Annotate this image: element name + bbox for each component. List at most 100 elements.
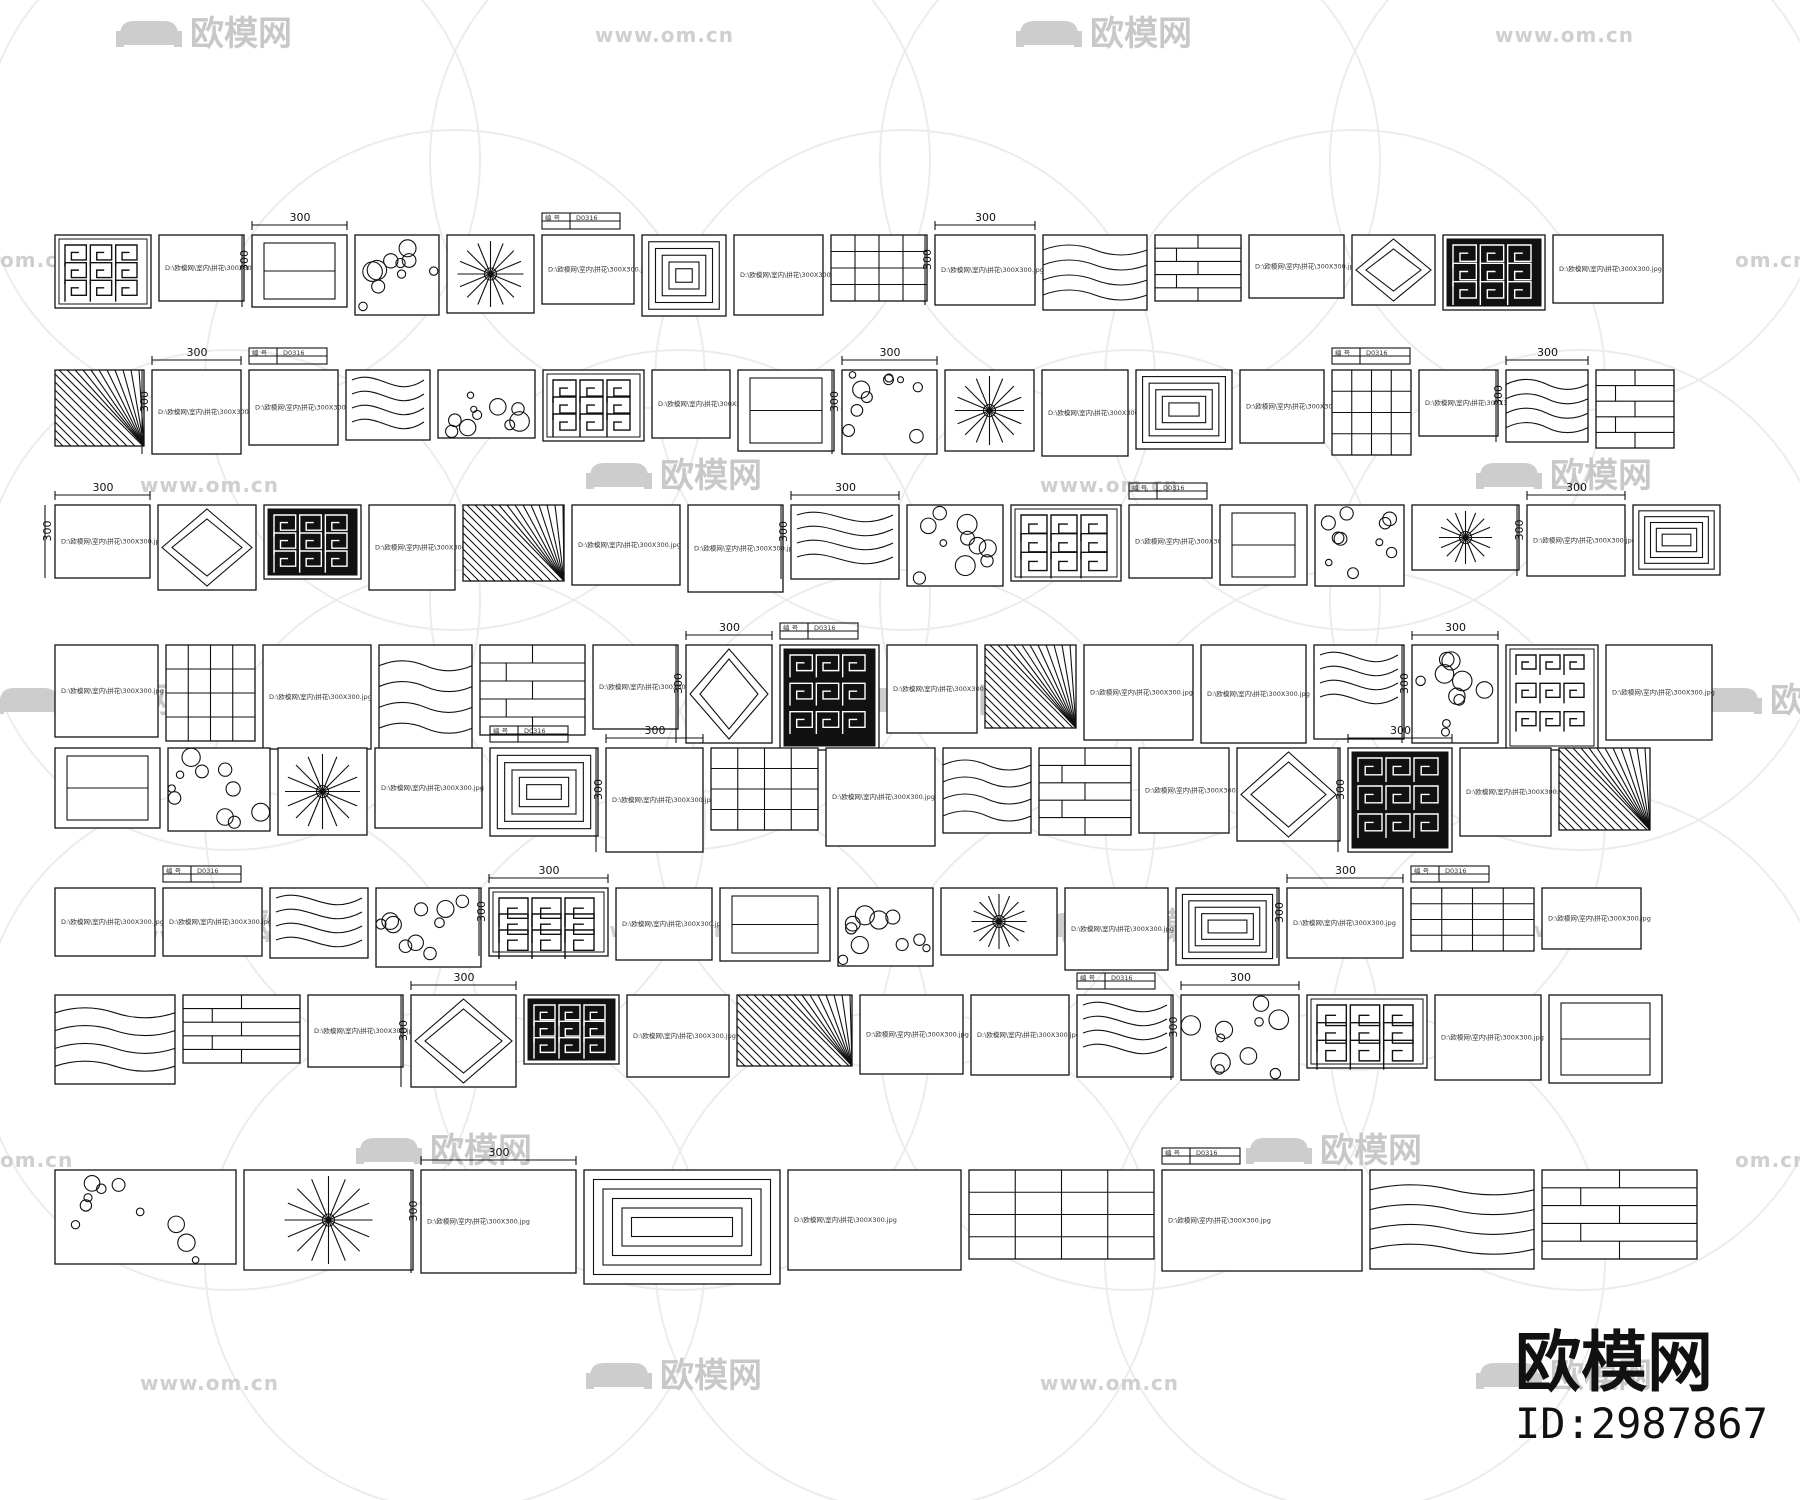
concentric-square xyxy=(1148,382,1220,437)
tile xyxy=(446,234,535,314)
wave-line xyxy=(1042,244,1148,256)
fret-motif xyxy=(815,654,840,678)
weave-line xyxy=(54,397,104,447)
ray-line xyxy=(296,1188,329,1221)
weave-line xyxy=(1604,747,1651,831)
weave-line xyxy=(506,504,565,582)
weave-line xyxy=(54,389,112,447)
wave-line xyxy=(1369,1184,1535,1196)
tile-outline xyxy=(1135,369,1233,450)
info-table-cell: D0316 xyxy=(814,624,836,632)
watermark-circle xyxy=(1329,349,1800,851)
fret-motif xyxy=(1539,654,1561,675)
weave-line xyxy=(984,711,1002,729)
weave-line xyxy=(74,369,145,447)
dimension-text: 300 xyxy=(1167,1017,1180,1038)
scroll-curve xyxy=(351,390,425,402)
fret-motif xyxy=(1563,710,1585,732)
weave-line xyxy=(984,719,994,729)
info-table-cell: 编 号 xyxy=(166,866,182,875)
sofa-icon xyxy=(1534,1373,1542,1389)
weave-line xyxy=(538,504,565,582)
weave-line xyxy=(54,429,72,447)
ray-line xyxy=(1440,536,1466,549)
weave-line xyxy=(122,369,145,447)
dimension-text: 300 xyxy=(138,391,151,412)
fret-motif xyxy=(1349,1039,1381,1070)
tile xyxy=(1410,887,1535,952)
concentric-square xyxy=(648,241,720,310)
tile: D:\欧模网\室内\拼花\300X300.jpg xyxy=(787,1169,962,1271)
ornament-circle xyxy=(882,374,895,386)
tile xyxy=(182,994,301,1064)
tile: D:\欧模网\室内\拼花\300X300.jpg xyxy=(1526,504,1636,577)
tile-outline xyxy=(54,994,176,1085)
tile-file-label: D:\欧模网\室内\拼花\300X300.jpg xyxy=(832,792,935,801)
brand-id: ID:2987867 xyxy=(1515,1399,1768,1448)
tile-file-label: D:\欧模网\室内\拼花\300X300.jpg xyxy=(622,919,725,928)
fret-motif xyxy=(552,396,577,420)
ornament-circle xyxy=(1375,538,1384,547)
watermark-brand-text: 欧模网 xyxy=(1550,1356,1652,1396)
ornament-circle xyxy=(1320,515,1336,531)
ornament-circle xyxy=(398,939,413,954)
fret-motif xyxy=(1316,1039,1348,1070)
tile xyxy=(462,504,565,582)
weave-line xyxy=(462,540,504,582)
ornament-circle xyxy=(83,1193,93,1203)
tile-outline xyxy=(1605,644,1713,741)
fret-panel xyxy=(527,998,616,1061)
weave-line xyxy=(58,369,136,447)
dimension-text: 300 xyxy=(539,864,560,877)
ornament-circle xyxy=(895,937,909,952)
sofa-icon xyxy=(1480,463,1538,487)
ray-center xyxy=(315,784,330,799)
tile xyxy=(736,994,853,1067)
tile-outline xyxy=(790,504,900,580)
ornament-circle xyxy=(191,1256,200,1264)
fret-motif xyxy=(1506,244,1532,269)
tile: D:\欧模网\室内\拼花\300X300.jpg xyxy=(886,644,996,734)
concentric-square xyxy=(592,1178,772,1276)
ornament-circle xyxy=(489,398,507,416)
sofa-icon xyxy=(0,698,4,714)
weave-line xyxy=(1558,781,1608,831)
weave-line xyxy=(90,369,145,447)
info-table-cell: D0316 xyxy=(1196,1149,1218,1157)
dimension-text: 300 xyxy=(777,521,790,542)
concentric-square xyxy=(511,769,577,815)
weave-line xyxy=(1596,747,1651,831)
dimension-text: 300 xyxy=(454,971,475,984)
ornament-circle xyxy=(912,571,927,585)
weave-line xyxy=(1029,644,1077,729)
scroll-curve xyxy=(1082,1043,1168,1055)
weave-line xyxy=(817,994,853,1067)
weave-line xyxy=(106,369,145,447)
info-table-cell: D0316 xyxy=(283,349,305,357)
tile-file-label: D:\欧模网\室内\拼花\300X300.jpg xyxy=(794,1215,897,1224)
tile xyxy=(685,644,773,744)
weave-line xyxy=(793,994,853,1067)
weave-line xyxy=(66,369,144,447)
ornament-circle xyxy=(83,1174,101,1192)
ornament-circle xyxy=(70,1219,81,1230)
tile xyxy=(1505,369,1589,443)
concentric-square xyxy=(1201,913,1254,940)
weave-line xyxy=(562,504,565,582)
ray-line xyxy=(973,920,1000,933)
weave-line xyxy=(736,1041,762,1067)
ray-line xyxy=(1465,537,1485,557)
tile-file-label: D:\欧模网\室内\拼花\300X300.jpg xyxy=(158,407,261,416)
tile-file-label: D:\欧模网\室内\拼花\300X300.jpg xyxy=(1145,786,1248,795)
concentric-square xyxy=(621,1207,743,1247)
tile-outline xyxy=(1541,887,1642,950)
tile: D:\欧模网\室内\拼花\300X300.jpg xyxy=(571,504,681,586)
tile-file-label: D:\欧模网\室内\拼花\300X300.jpg xyxy=(694,544,797,553)
fret-motif xyxy=(298,514,323,537)
weave-line xyxy=(984,663,1050,729)
wave-line xyxy=(942,759,1032,771)
